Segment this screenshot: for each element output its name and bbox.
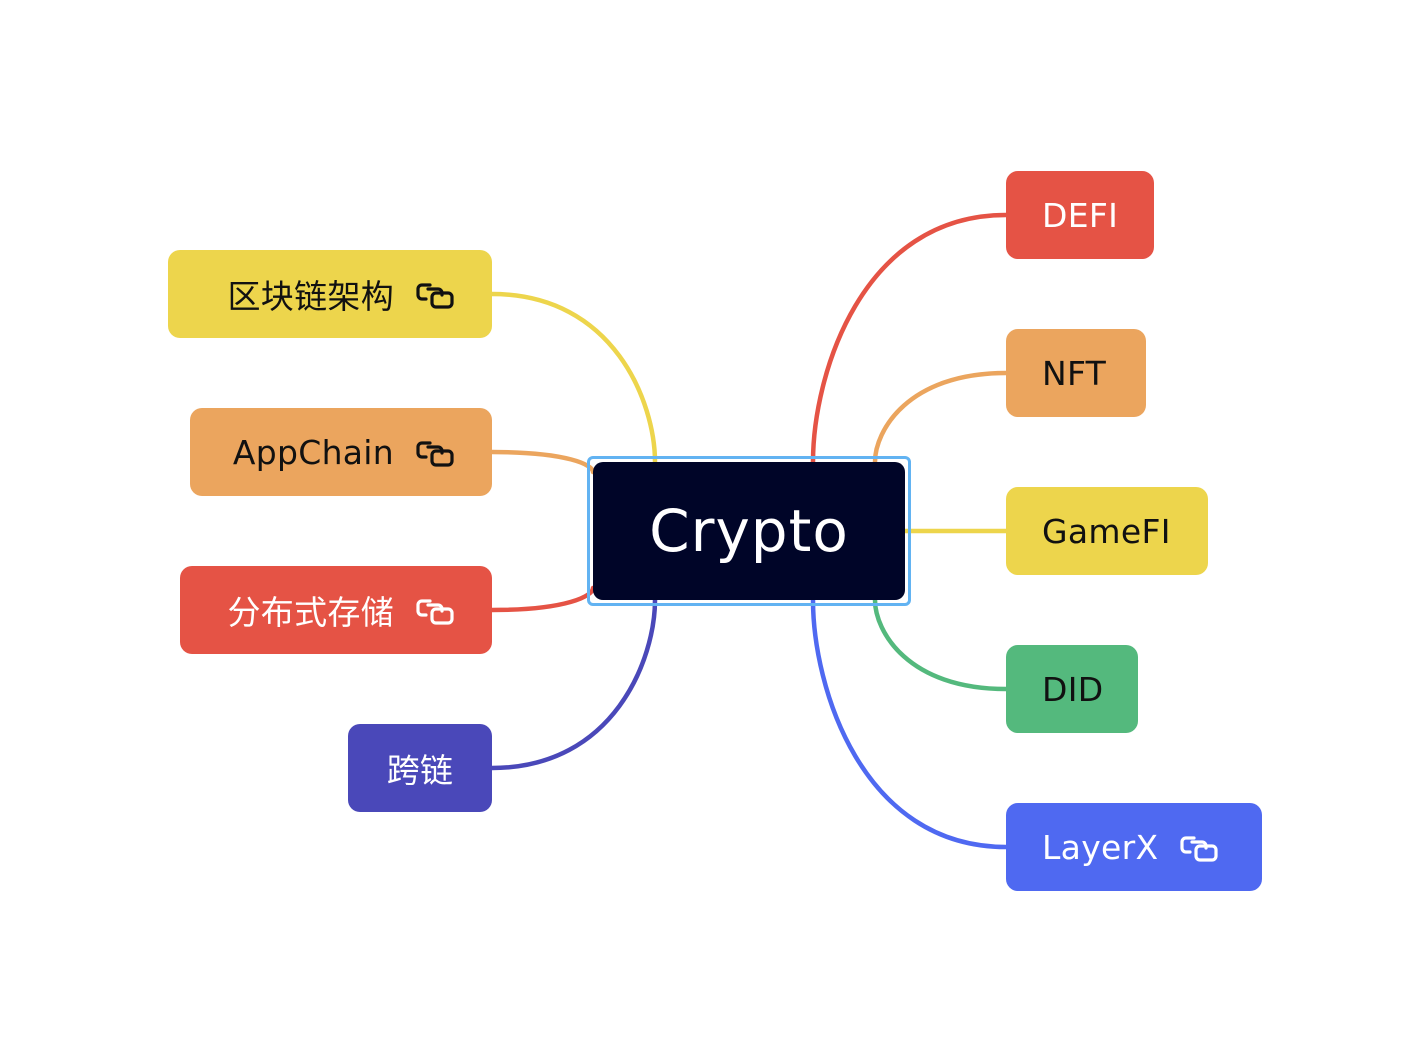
branch-label: DEFI [1042, 195, 1119, 235]
right-branch-node[interactable]: DID [1006, 645, 1138, 733]
branch-label: 分布式存储 [227, 593, 394, 632]
left-branch-node[interactable]: 分布式存储 [180, 566, 492, 654]
central-topic[interactable]: Crypto [593, 462, 905, 600]
left-branch-node[interactable]: 区块链架构 [168, 250, 492, 338]
right-connector [810, 212, 1009, 465]
branch-label: 区块链架构 [227, 277, 394, 316]
branch-label: GameFI [1042, 511, 1171, 551]
branch-label: AppChain [232, 432, 394, 472]
branch-label: DID [1042, 669, 1104, 709]
right-branch-node[interactable]: GameFI [1006, 487, 1208, 575]
link-icon[interactable] [416, 437, 456, 467]
right-connector [810, 597, 1009, 850]
left-branch-node[interactable]: 跨链 [348, 724, 492, 812]
link-icon[interactable] [416, 279, 456, 309]
left-connector [489, 291, 658, 465]
central-topic-label: Crypto [649, 497, 849, 565]
right-connector [872, 597, 1009, 692]
link-icon[interactable] [1180, 832, 1220, 862]
left-connector [489, 585, 596, 613]
right-branch-node[interactable]: DEFI [1006, 171, 1154, 259]
right-connector [872, 370, 1009, 465]
left-connector [489, 449, 596, 475]
link-icon[interactable] [416, 595, 456, 625]
right-branch-node[interactable]: NFT [1006, 329, 1146, 417]
branch-label: LayerX [1042, 827, 1159, 867]
center-selection-frame [587, 456, 911, 606]
branch-label: NFT [1042, 353, 1107, 393]
right-branch-node[interactable]: LayerX [1006, 803, 1262, 891]
left-connector [489, 597, 658, 771]
left-branch-node[interactable]: AppChain [190, 408, 492, 496]
branch-label: 跨链 [386, 751, 454, 790]
